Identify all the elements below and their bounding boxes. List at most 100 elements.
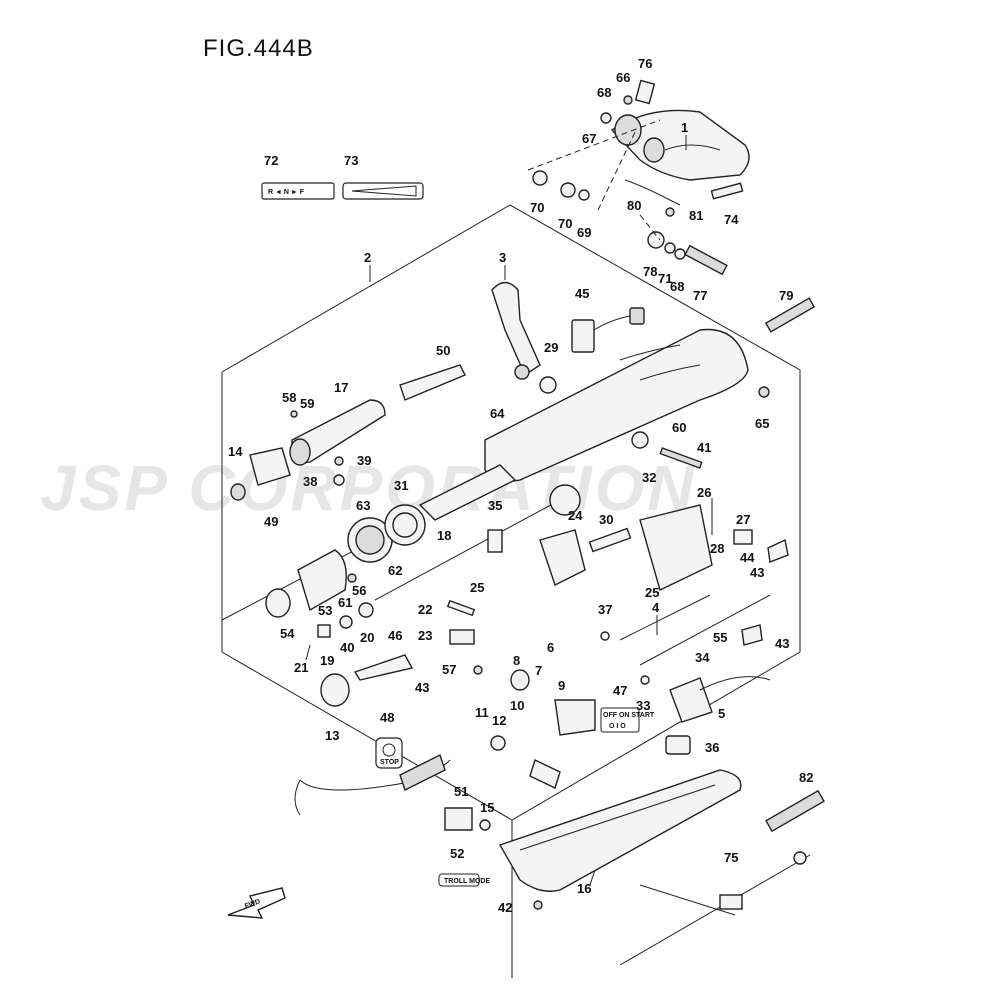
part-number-42: 42	[498, 900, 512, 915]
part-number-60: 60	[672, 420, 686, 435]
bushing-70-left	[532, 170, 548, 186]
screw-58	[290, 410, 298, 418]
part-number-28: 28	[710, 541, 724, 556]
bracket-35	[487, 529, 503, 553]
handle-rod-75	[619, 851, 811, 966]
part-number-68: 68	[597, 85, 611, 100]
part-number-55: 55	[713, 630, 727, 645]
part-number-22: 22	[418, 602, 432, 617]
part-number-71: 71	[658, 271, 672, 286]
switch-symbols-text: O I O	[609, 723, 626, 730]
bracket-76	[634, 79, 656, 105]
part-number-82: 82	[799, 770, 813, 785]
part-number-65: 65	[755, 416, 769, 431]
part-number-37: 37	[598, 602, 612, 617]
lanyard-clip	[294, 779, 301, 816]
switch-label-text: OFF ON START	[603, 712, 655, 719]
part-number-10: 10	[510, 698, 524, 713]
bushing-70-right	[560, 182, 576, 198]
nut-12	[490, 735, 506, 751]
dash-link-a	[527, 119, 661, 171]
nut-15	[479, 819, 491, 831]
connector-wire	[699, 676, 771, 691]
part-number-52: 52	[450, 846, 464, 861]
plate-27	[733, 529, 753, 545]
part-number-26: 26	[697, 485, 711, 500]
spring-40	[339, 615, 353, 629]
part-number-15: 15	[480, 800, 494, 815]
boot-29	[539, 376, 557, 394]
bolt-74	[710, 182, 744, 200]
switch-23	[449, 629, 475, 645]
part-number-76: 76	[638, 56, 652, 71]
part-number-80: 80	[627, 198, 641, 213]
dash-link-b	[597, 129, 637, 211]
part-number-43: 43	[415, 680, 429, 695]
collar-20	[358, 602, 374, 618]
part-number-2: 2	[364, 250, 371, 265]
part-number-12: 12	[492, 713, 506, 728]
part-number-43-secondary: 43	[775, 636, 789, 651]
part-number-49: 49	[264, 514, 278, 529]
part-number-41: 41	[697, 440, 711, 455]
gear-housing-28	[639, 504, 713, 591]
leader-16	[589, 869, 596, 886]
washer-38	[333, 474, 345, 486]
stop-label-text: STOP	[380, 759, 399, 766]
ignition-switch-9	[554, 699, 596, 736]
switch-45	[571, 307, 645, 353]
plate-36	[665, 735, 691, 755]
figure-title: FIG.444B	[203, 35, 314, 62]
part-number-67: 67	[582, 131, 596, 146]
washer-37	[600, 631, 610, 641]
part-number-81: 81	[689, 208, 703, 223]
part-number-75: 75	[724, 850, 738, 865]
ring-31-inner	[392, 512, 418, 538]
part-number-44: 44	[740, 550, 755, 565]
part-number-1: 1	[681, 120, 688, 135]
part-number-3: 3	[499, 250, 506, 265]
link-50	[399, 364, 466, 401]
bolt-66	[623, 95, 633, 105]
grip-79	[764, 297, 816, 333]
clamp-55	[741, 624, 763, 646]
part-number-30: 30	[599, 512, 613, 527]
shift-lever-3	[491, 281, 541, 380]
cable-34	[639, 594, 771, 666]
part-number-73: 73	[344, 153, 358, 168]
part-number-17: 17	[334, 380, 348, 395]
washer-68-top	[600, 112, 612, 124]
part-number-29: 29	[544, 340, 558, 355]
bushing-32	[631, 431, 649, 449]
bolt-41	[659, 447, 703, 469]
bushing-78	[647, 231, 665, 249]
part-number-69: 69	[577, 225, 591, 240]
clip-33	[640, 675, 650, 685]
screw-42	[533, 900, 543, 910]
part-number-68-secondary: 68	[670, 279, 684, 294]
part-number-66: 66	[616, 70, 630, 85]
part-number-20: 20	[360, 630, 374, 645]
part-number-62: 62	[388, 563, 402, 578]
part-number-72: 72	[264, 153, 278, 168]
part-number-33: 33	[636, 698, 650, 713]
part-number-23: 23	[418, 628, 432, 643]
part-number-32: 32	[642, 470, 656, 485]
part-number-54: 54	[280, 626, 295, 641]
connector-5	[669, 677, 713, 723]
part-number-9: 9	[558, 678, 565, 693]
part-number-4: 4	[652, 600, 660, 615]
label-plate-72: R ◄ N ► F	[261, 182, 335, 200]
troll-label-52: TROLL MODE	[438, 873, 490, 887]
bracket-24	[539, 529, 586, 586]
cap-8	[510, 669, 530, 691]
part-number-79: 79	[779, 288, 793, 303]
part-number-43-secondary: 43	[750, 565, 764, 580]
part-number-5: 5	[718, 706, 725, 721]
part-number-16: 16	[577, 881, 591, 896]
part-number-48: 48	[380, 710, 394, 725]
part-number-51: 51	[454, 784, 468, 799]
washer-69	[578, 189, 590, 201]
dash-link-c	[639, 214, 661, 241]
part-number-46: 46	[388, 628, 402, 643]
